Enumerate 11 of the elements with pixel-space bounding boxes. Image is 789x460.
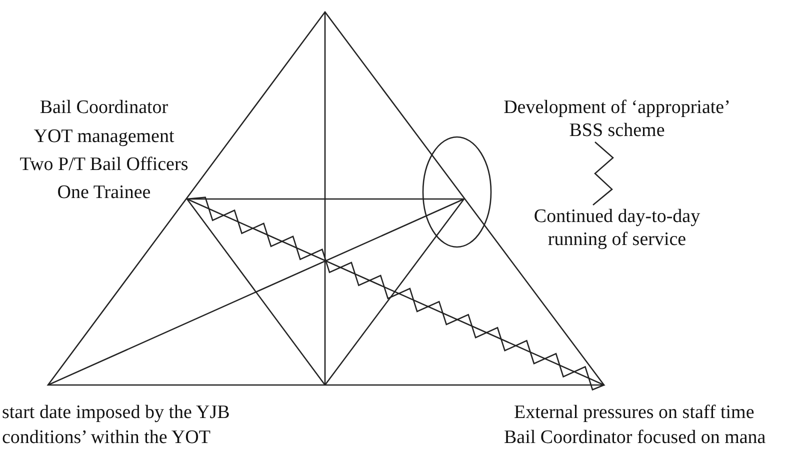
label-text: YOT management xyxy=(34,125,174,148)
label-text: start date imposed by the YJB xyxy=(2,401,230,424)
zigzag-connector xyxy=(592,142,614,206)
node-text: Development of ‘appropriate’ BSS scheme xyxy=(498,96,736,142)
label-text: conditions’ within the YOT xyxy=(2,426,210,449)
label-text: Bail Coordinator xyxy=(40,96,168,119)
label-text: Bail Coordinator focused on mana xyxy=(504,426,766,449)
label-text: Two P/T Bail Officers xyxy=(20,153,188,176)
node-text: Continued day-to-day running of service xyxy=(528,205,706,251)
label-text: One Trainee xyxy=(57,181,151,204)
label-text: External pressures on staff time xyxy=(514,401,754,424)
